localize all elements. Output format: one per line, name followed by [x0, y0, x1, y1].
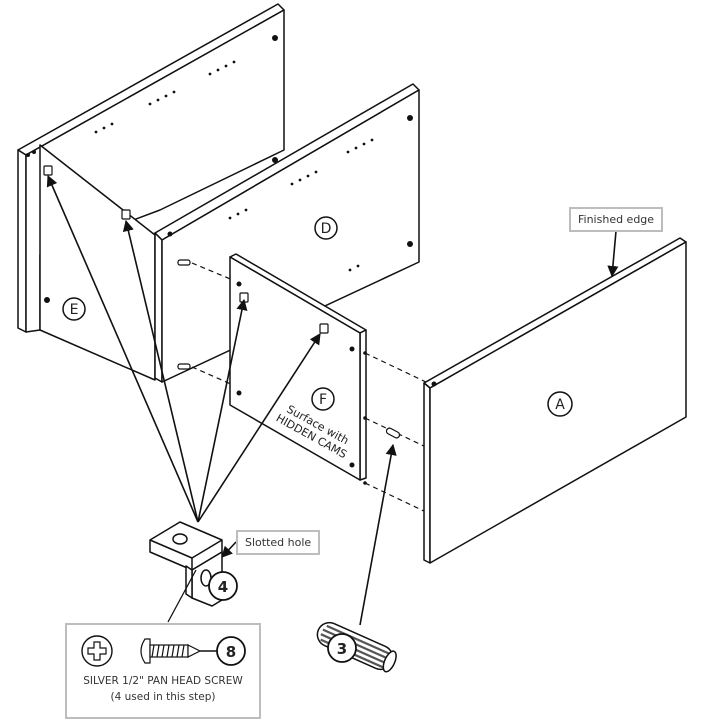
panel-a-hole: [431, 381, 437, 387]
panel-f-holes: [236, 281, 367, 485]
panel-e-label-circle: [62, 297, 86, 321]
bracket-pointer-lines: [46, 174, 321, 523]
bracket-number: 4: [218, 578, 228, 596]
dowel-pointer-line: [359, 443, 397, 626]
panel-d: [154, 83, 420, 383]
screw-hardware-box: 8 SILVER 1/2" PAN HEAD SCREW (4 used in …: [65, 623, 261, 719]
screw-note: (4 used in this step): [110, 691, 216, 703]
screw-name: SILVER 1/2" PAN HEAD SCREW: [83, 675, 243, 687]
bracket-to-screw-line: [167, 569, 197, 623]
bracket-icon: [149, 521, 223, 607]
panel-f-label: F: [319, 392, 327, 408]
screw-graphics: 8: [81, 635, 246, 667]
finished-edge-arrow: [607, 230, 619, 278]
panel-e-label: E: [70, 302, 79, 318]
panel-f: [229, 253, 367, 481]
panel-d-label-circle: [314, 216, 338, 240]
dowel-small: [385, 427, 401, 439]
phillips-screw-head-icon: [81, 635, 113, 667]
panel-e: [17, 3, 285, 381]
panel-a-label: A: [555, 397, 565, 413]
slotted-hole-arrow: [221, 541, 237, 558]
screw-icon: [140, 638, 217, 664]
dowel-number-circle: [327, 633, 357, 663]
screw-number: 8: [226, 643, 236, 661]
panel-a-label-circle: [547, 391, 573, 417]
dowel-number: 3: [337, 640, 347, 658]
panel-d-dowels: [177, 259, 191, 370]
slotted-hole-callout: Slotted hole: [236, 530, 321, 555]
bracket-number-circle: [208, 571, 238, 601]
finished-edge-callout: Finished edge: [569, 207, 664, 232]
panel-e-cams: [43, 165, 131, 220]
panel-d-label: D: [321, 221, 332, 237]
alignment-lines: [191, 262, 429, 514]
screw-number-circle: [216, 636, 246, 666]
panel-f-label-circle: [311, 387, 335, 411]
